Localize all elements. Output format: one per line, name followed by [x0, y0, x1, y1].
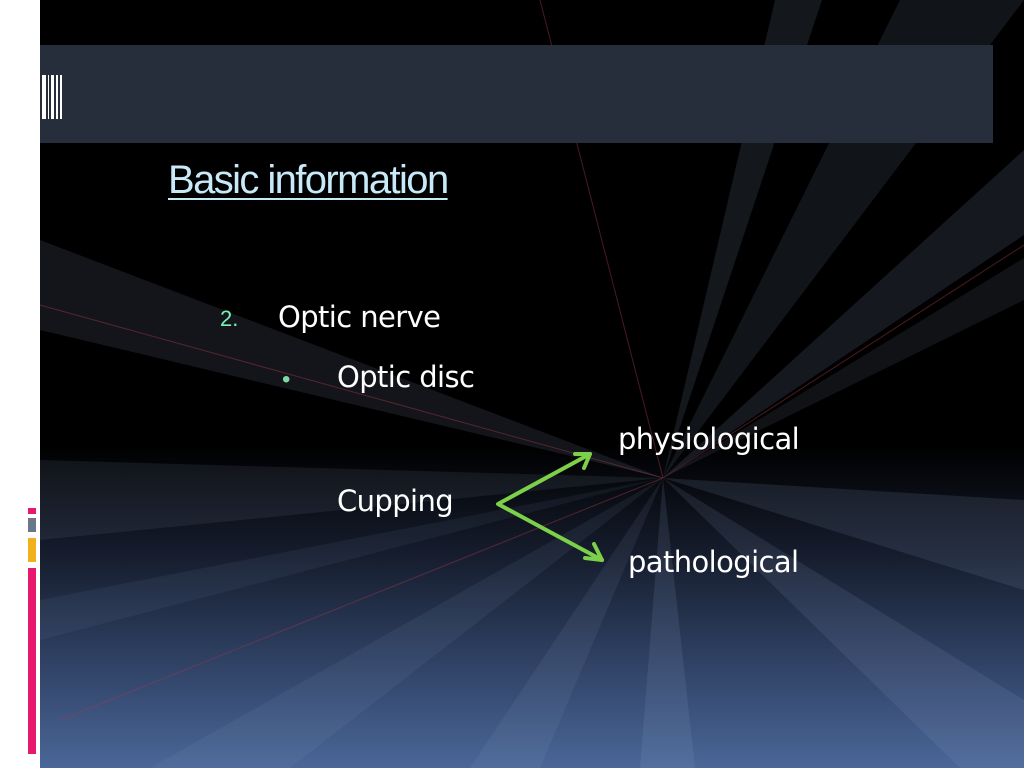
sub-item-optic-disc: Optic disc — [337, 360, 475, 394]
cupping-label: Cupping — [337, 484, 454, 518]
slide-title: Basic information — [168, 158, 449, 202]
accent-bar-gray — [28, 518, 36, 532]
accent-bar-pink-top — [28, 508, 36, 514]
accent-bar-pink-long — [28, 568, 36, 754]
barcode-icon — [20, 75, 62, 119]
branch-label-pathological: pathological — [628, 545, 799, 579]
heading-item-optic-nerve: Optic nerve — [278, 300, 441, 334]
accent-bar-gold — [28, 538, 36, 562]
branch-label-physiological: physiological — [618, 422, 800, 456]
branch-arrow-icon — [496, 452, 604, 562]
bullet-marker: • — [282, 366, 291, 393]
list-number: 2. — [220, 306, 239, 331]
header-band — [40, 45, 993, 143]
